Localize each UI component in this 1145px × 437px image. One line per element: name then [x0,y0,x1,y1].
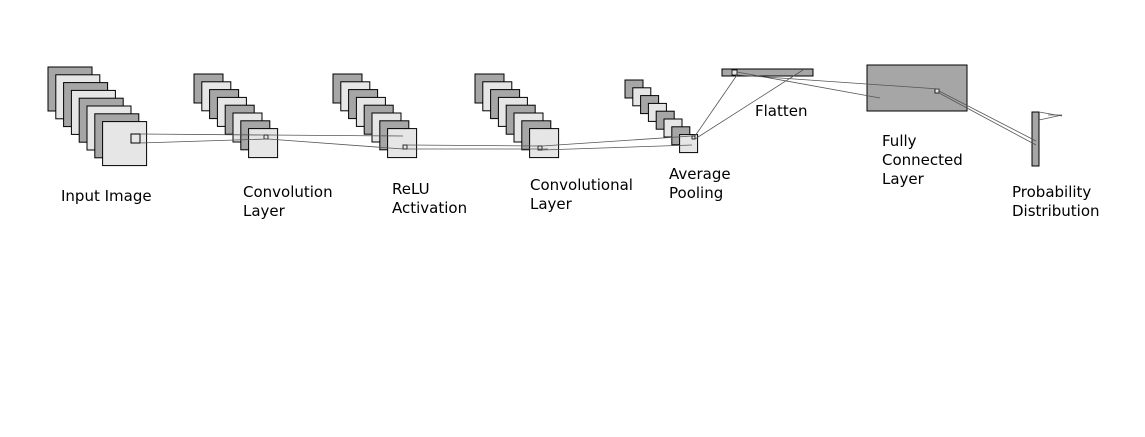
connector-prob-out-b [1038,114,1063,121]
input-image-stack [47,66,148,167]
input-image-label: Input Image [61,187,152,206]
connector-fc-to-prob-a [938,90,1037,142]
flatten-label-line1: Flatten [755,102,808,120]
connector-conv2-to-pool-bottom [541,144,693,151]
relu-activation-stack-map [387,128,418,159]
flatten-bar [721,68,814,77]
relu-activation-label: ReLU Activation [392,180,467,218]
flatten-unit [731,69,738,76]
average-pooling-stack [624,79,699,154]
connector-conv2-to-pool-top [541,135,693,147]
convolutional-layer-stack [474,73,560,159]
convolution-layer-stack [193,73,279,159]
convolutional-layer-label-line1: Convolutional [530,176,633,194]
connector-fc-to-prob-b [938,92,1037,146]
connector-pool-to-flatten-b [694,69,804,140]
convolutional-layer-kernel [537,145,543,151]
convolution-layer-kernel [263,134,269,140]
fully-connected-block [866,64,968,112]
fully-connected-label-line2: Connected [882,151,963,169]
connector-flatten-to-fc-b [736,74,940,90]
fully-connected-label: Fully Connected Layer [882,132,963,189]
convolutional-layer-stack-map [529,128,560,159]
layer-blocks [721,64,1040,167]
average-pooling-label-line2: Pooling [669,184,724,202]
relu-activation-stack [332,73,418,159]
connector-relu-to-conv2-top [406,144,539,147]
connector-input-to-conv-top [139,133,265,136]
flatten-label: Flatten [755,102,808,121]
relu-activation-label-line2: Activation [392,199,468,217]
probability-distribution-label-line1: Probability [1012,183,1092,201]
average-pooling-kernel [691,135,696,140]
convolution-layer-label-line2: Layer [243,202,285,220]
relu-activation-label-line1: ReLU [392,180,430,198]
relu-activation-kernel [402,144,408,150]
connector-pool-to-flatten-a [694,74,738,137]
connector-conv-to-relu-top [267,134,404,137]
input-image-kernel [130,133,141,144]
convolution-layer-label-line1: Convolution [243,183,333,201]
probability-bar [1031,111,1040,167]
convolutional-layer-label: Convolutional Layer [530,176,633,214]
fully-connected-unit [934,88,940,94]
layer-stacks [47,66,699,167]
input-image-label-line1: Input Image [61,187,152,205]
fully-connected-label-line1: Fully [882,132,917,150]
connector-input-to-conv-bottom [139,138,269,144]
connector-conv-to-relu-bottom [267,138,404,150]
probability-distribution-label: Probability Distribution [1012,183,1100,221]
fully-connected-label-line3: Layer [882,170,924,188]
probability-distribution-label-line2: Distribution [1012,202,1100,220]
convolutional-layer-label-line2: Layer [530,195,572,213]
input-image-stack-map [102,121,148,167]
connector-lines [139,69,1063,151]
average-pooling-label: Average Pooling [669,165,731,203]
average-pooling-label-line1: Average [669,165,731,183]
convolution-layer-stack-map [248,128,279,159]
convolution-layer-label: Convolution Layer [243,183,333,221]
